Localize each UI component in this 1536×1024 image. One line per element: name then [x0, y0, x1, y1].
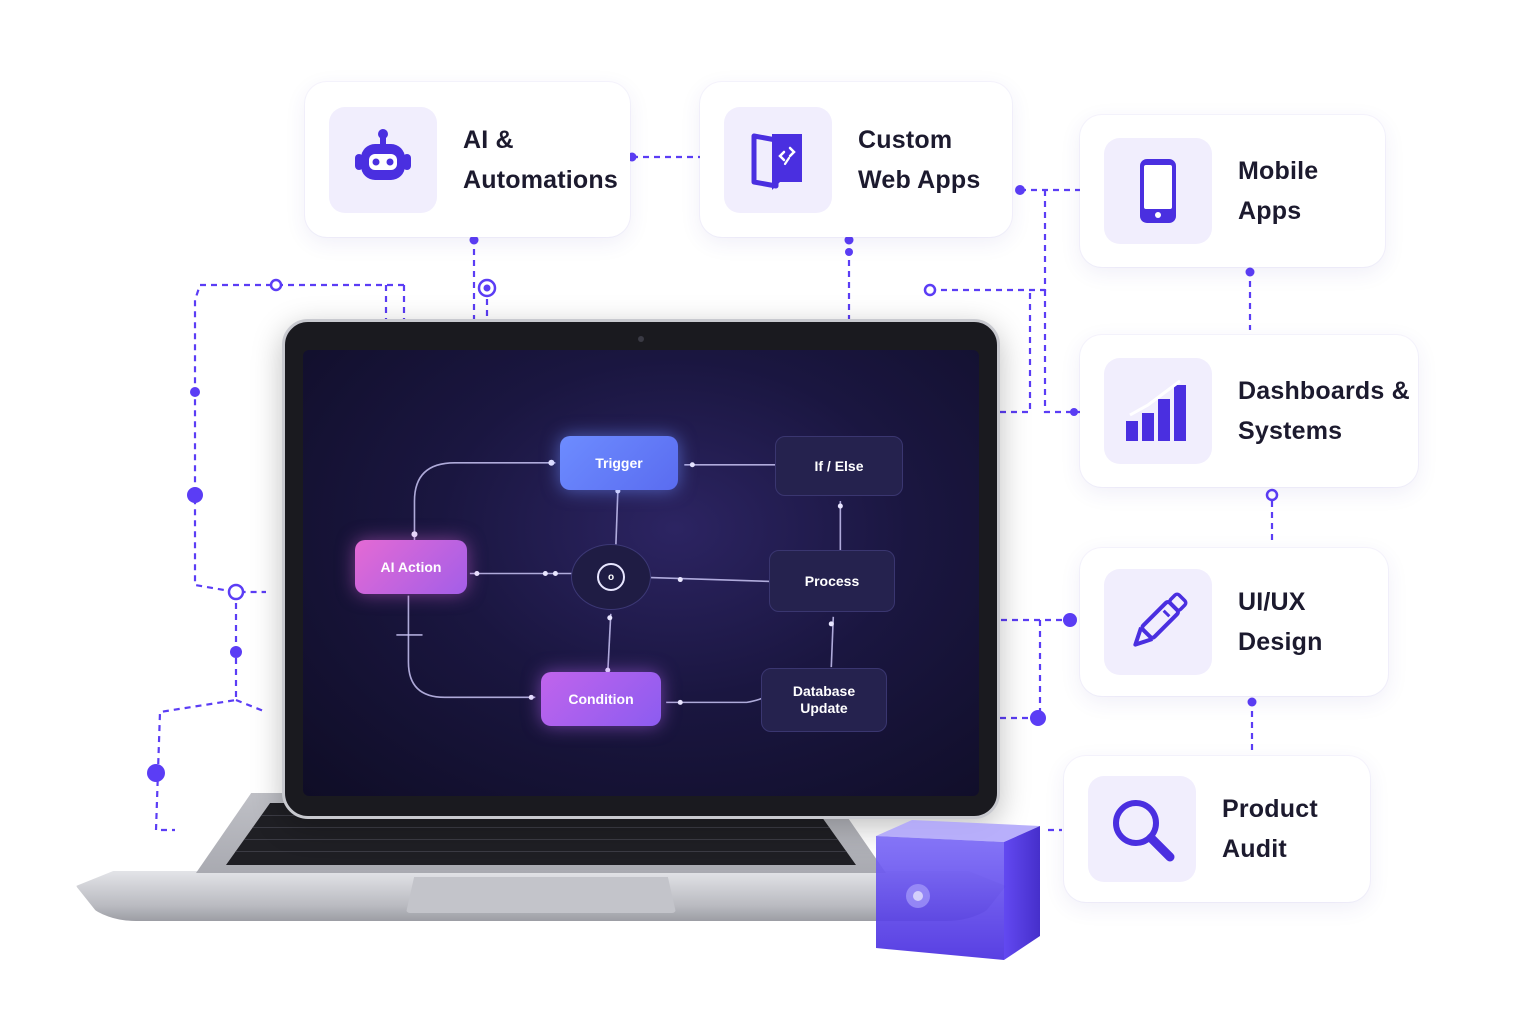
workflow-node-database-update[interactable]: Database Update: [761, 668, 887, 732]
service-label-line-2: Web Apps: [858, 165, 981, 194]
service-card-dashboards-systems[interactable]: Dashboards & Systems: [1080, 335, 1418, 487]
touchpad: [406, 877, 676, 913]
service-label-line-1: AI &: [463, 125, 514, 154]
code-book-icon: [724, 106, 832, 213]
workflow-node-condition[interactable]: Condition: [541, 672, 661, 726]
service-label-line-2: Audit: [1222, 835, 1287, 863]
service-label: Product Audit: [1222, 789, 1318, 869]
laptop-lid: Trigger If / Else AI Action o Process Co…: [282, 319, 1000, 819]
glass-cube: [876, 820, 1040, 960]
service-label: Dashboards & Systems: [1238, 371, 1410, 451]
service-card-product-audit[interactable]: Product Audit: [1064, 756, 1370, 902]
laptop-screen: Trigger If / Else AI Action o Process Co…: [303, 350, 979, 796]
service-card-custom-web-apps[interactable]: Custom Web Apps: [700, 82, 1012, 237]
robot-icon: [329, 106, 437, 213]
hub-symbol: o: [607, 571, 615, 583]
service-label-line-1: Product: [1222, 795, 1318, 823]
webcam: [638, 336, 644, 342]
service-label: Mobile Apps: [1238, 151, 1318, 231]
smartphone-icon: [1104, 138, 1212, 244]
bar-chart-icon: [1104, 358, 1212, 464]
service-card-ai-automations[interactable]: AI & Automations: [305, 82, 630, 237]
database-update-line-2: Update: [800, 700, 848, 716]
workflow-node-ai-action[interactable]: AI Action: [355, 540, 467, 594]
laptop: Trigger If / Else AI Action o Process Co…: [70, 315, 1010, 945]
pen-icon: [1104, 569, 1212, 675]
service-label-line-1: Custom: [858, 125, 953, 154]
workflow-node-process[interactable]: Process: [769, 550, 895, 612]
workflow-node-if-else[interactable]: If / Else: [775, 436, 903, 496]
service-label: Custom Web Apps: [858, 120, 980, 200]
service-label: UI/UX Design: [1238, 582, 1323, 662]
service-card-mobile-apps[interactable]: Mobile Apps: [1080, 115, 1385, 267]
workflow-hub-node[interactable]: o: [571, 544, 651, 610]
database-update-line-1: Database: [792, 683, 856, 699]
service-label-line-2: Automations: [463, 165, 618, 194]
service-card-ui-ux-design[interactable]: UI/UX Design: [1080, 548, 1388, 696]
service-label-line-1: UI/UX: [1238, 588, 1306, 616]
service-label: AI & Automations: [463, 120, 618, 200]
service-label-line-2: Design: [1238, 628, 1323, 656]
hub-ring-icon: o: [597, 563, 625, 591]
service-label-line-1: Dashboards &: [1238, 377, 1410, 405]
magnifier-icon: [1088, 776, 1196, 882]
service-label-line-1: Mobile: [1238, 157, 1319, 185]
service-label-line-2: Apps: [1238, 197, 1302, 225]
service-label-line-2: Systems: [1238, 417, 1343, 445]
workflow-node-trigger[interactable]: Trigger: [560, 436, 678, 490]
